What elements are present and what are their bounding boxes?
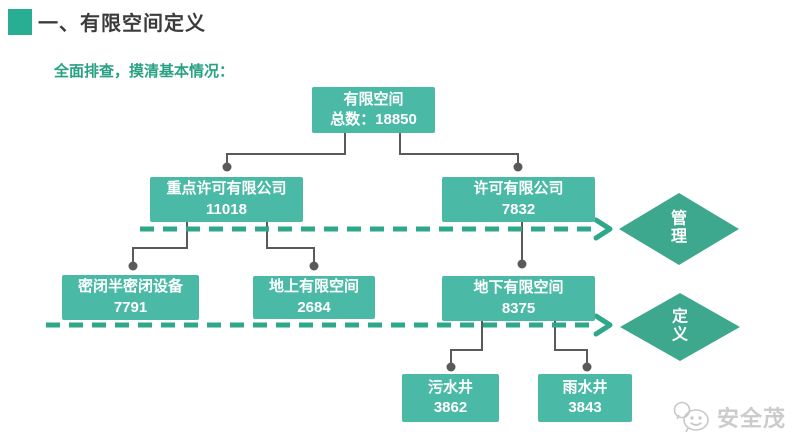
management-diamond-shape bbox=[619, 193, 739, 265]
node-sewage-well-value: 3862 bbox=[433, 399, 468, 416]
node-permit-value: 7832 bbox=[501, 200, 536, 218]
watermark: 安全茂 bbox=[671, 399, 786, 435]
node-key-permit-label: 重点许可有限公司 bbox=[166, 180, 287, 198]
node-permit-label: 许可有限公司 bbox=[473, 180, 564, 198]
node-sealed-equipment-value: 7791 bbox=[113, 298, 148, 316]
node-key-permit: 重点许可有限公司 11018 bbox=[150, 177, 303, 222]
intro-text: 全面排查，摸清基本情况： bbox=[54, 63, 235, 80]
page-title: 一、有限空间定义 bbox=[38, 13, 206, 35]
node-rain-well-value: 3843 bbox=[568, 399, 602, 416]
node-sewage-well-label: 污水井 bbox=[427, 378, 473, 396]
node-permit: 许可有限公司 7832 bbox=[442, 177, 595, 222]
node-key-permit-value: 11018 bbox=[206, 200, 247, 218]
node-rain-well-label: 雨水井 bbox=[562, 378, 608, 396]
node-total: 有限空间 总数：18850 bbox=[312, 87, 435, 133]
node-above-ground-value: 2684 bbox=[297, 298, 331, 316]
node-rain-well: 雨水井 3843 bbox=[538, 374, 632, 422]
node-above-ground-label: 地上有限空间 bbox=[268, 278, 359, 296]
node-below-ground-label: 地下有限空间 bbox=[473, 279, 564, 297]
node-above-ground: 地上有限空间 2684 bbox=[253, 276, 375, 319]
definition-diamond-shape bbox=[620, 293, 740, 361]
management-diamond-label: 管理 bbox=[670, 210, 688, 246]
node-sewage-well: 污水井 3862 bbox=[402, 374, 499, 422]
wechat-chat-bubbles-icon bbox=[673, 401, 709, 433]
node-below-ground-value: 8375 bbox=[501, 299, 536, 317]
connector-end-dots bbox=[128, 162, 592, 372]
dashed-arrow-definition bbox=[46, 313, 613, 337]
node-total-value: 总数：18850 bbox=[330, 111, 417, 128]
solid-connectors bbox=[132, 133, 588, 363]
watermark-brand-text: 安全茂 bbox=[716, 406, 786, 431]
definition-diamond-label: 定义 bbox=[671, 308, 689, 344]
node-total-label: 有限空间 bbox=[343, 90, 404, 108]
green-square-bullet-icon bbox=[8, 9, 32, 35]
node-below-ground: 地下有限空间 8375 bbox=[442, 276, 595, 321]
node-sealed-equipment-label: 密闭半密闭设备 bbox=[77, 278, 183, 296]
node-sealed-equipment: 密闭半密闭设备 7791 bbox=[62, 275, 199, 320]
dashed-arrow-management bbox=[140, 217, 613, 241]
